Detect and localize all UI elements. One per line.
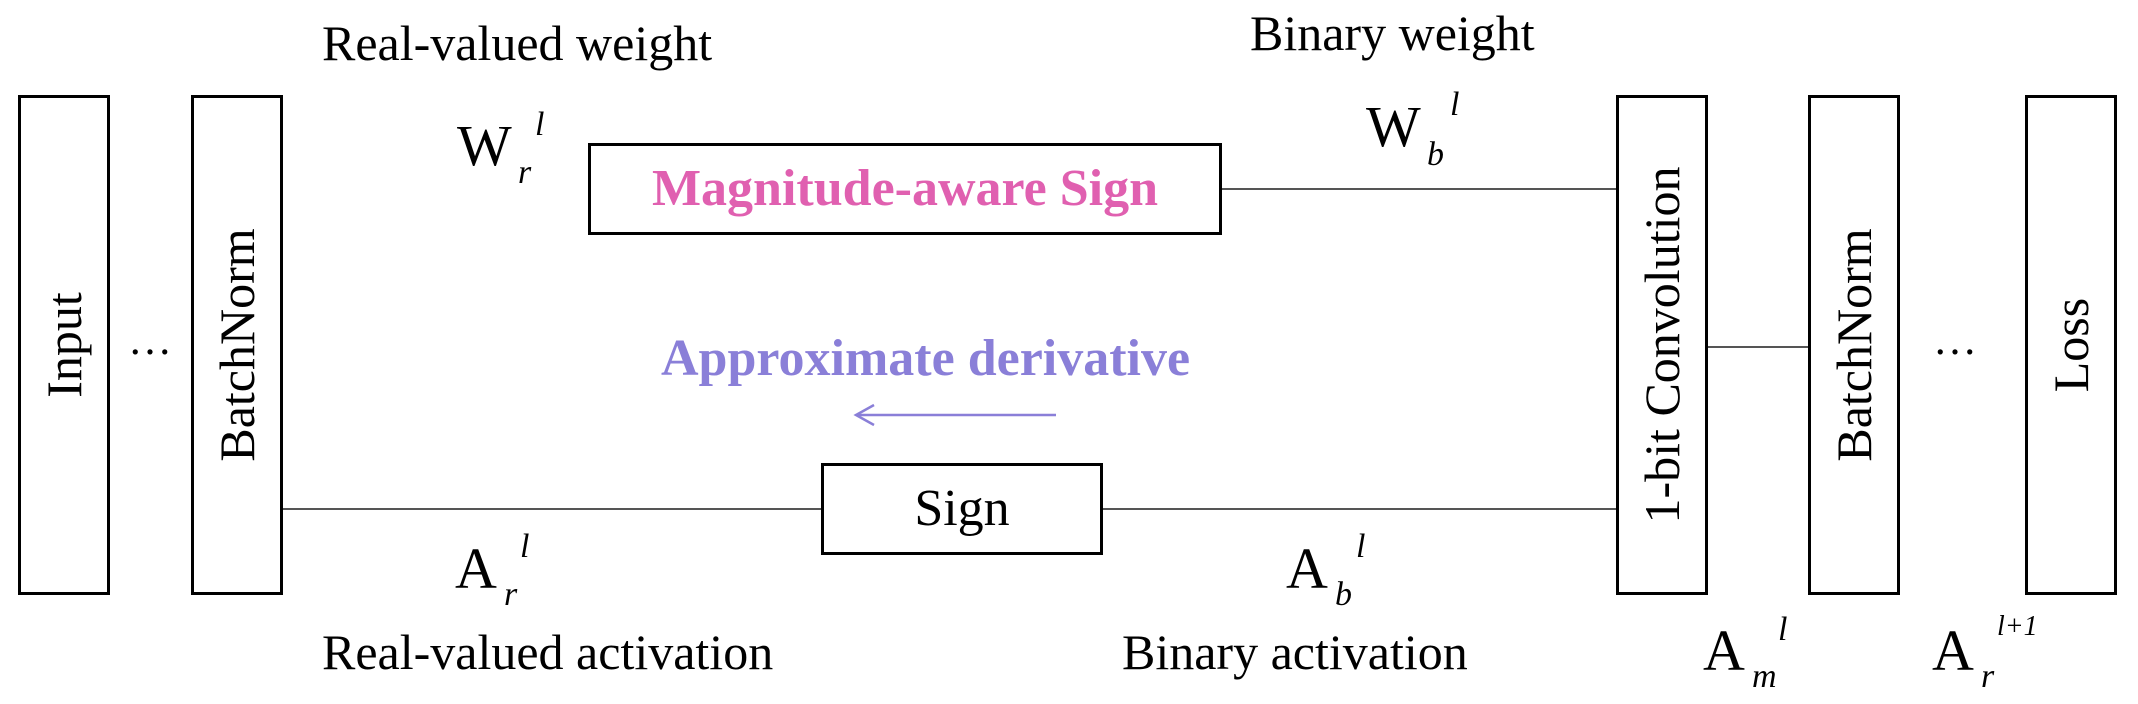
loss-block: Loss	[2025, 95, 2117, 595]
batchnorm-right-label: BatchNorm	[1826, 228, 1882, 462]
line-weight-to-conv	[1222, 188, 1616, 190]
ellipsis-right: …	[1933, 315, 1977, 364]
conv-block: 1-bit Convolution	[1616, 95, 1708, 595]
binary-activation-label: Binary activation	[1122, 624, 1468, 680]
line-batchnorm-to-sign	[283, 508, 821, 510]
real-activation-label: Real-valued activation	[322, 624, 774, 680]
line-sign-to-conv	[1103, 508, 1616, 510]
batchnorm-left-label: BatchNorm	[209, 228, 265, 462]
loss-block-label: Loss	[2043, 297, 2099, 393]
input-block: Input	[18, 95, 110, 595]
input-block-label: Input	[36, 292, 92, 398]
real-weight-label: Real-valued weight	[322, 15, 713, 71]
line-conv-to-batchnorm	[1708, 346, 1808, 348]
magnitude-aware-sign-label: Magnitude-aware Sign	[651, 160, 1159, 217]
sign-box: Sign	[821, 463, 1103, 555]
backward-arrow	[853, 403, 1056, 427]
batchnorm-right-block: BatchNorm	[1808, 95, 1900, 595]
sign-label: Sign	[914, 480, 1010, 537]
conv-block-label: 1-bit Convolution	[1634, 166, 1690, 524]
ellipsis-left: …	[128, 315, 172, 364]
batchnorm-left-block: BatchNorm	[191, 95, 283, 595]
binary-weight-label: Binary weight	[1250, 5, 1535, 61]
magnitude-aware-sign-box: Magnitude-aware Sign	[588, 143, 1222, 235]
approx-derivative-label: Approximate derivative	[661, 330, 1191, 387]
